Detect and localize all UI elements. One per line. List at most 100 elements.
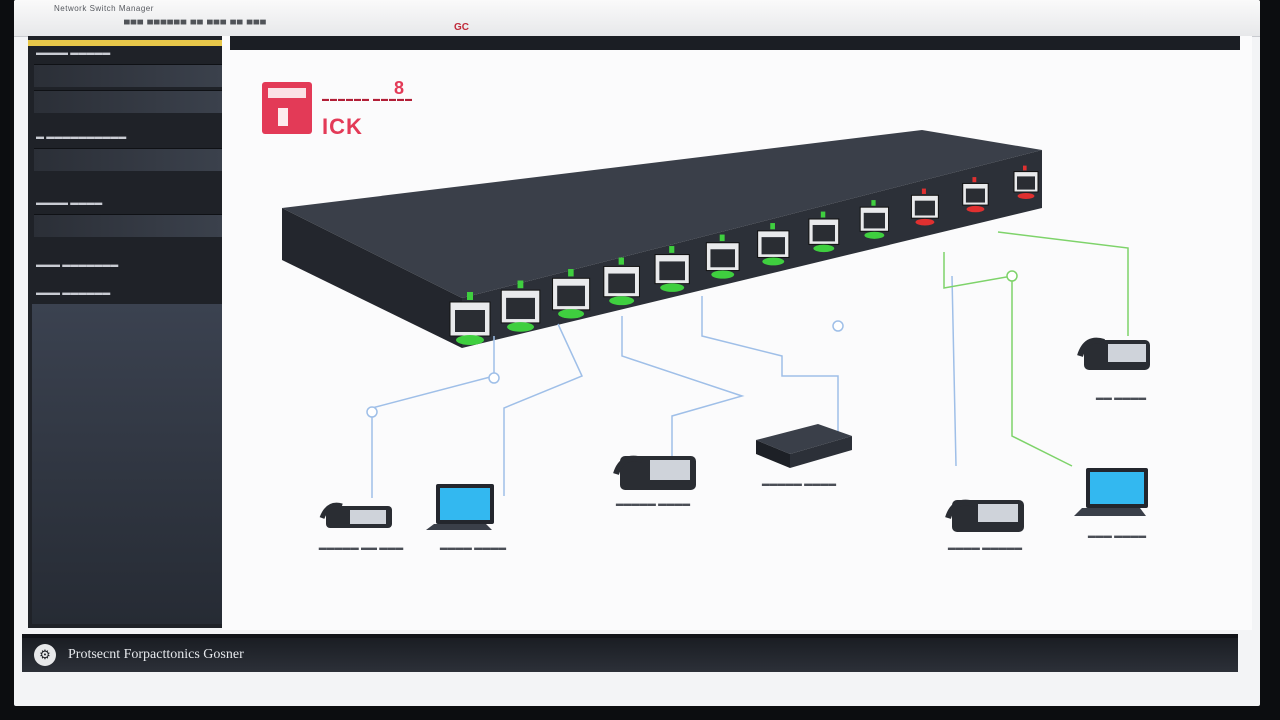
status-text: Protsecnt Forpacttonics Gosner: [68, 647, 244, 662]
device-ip-phone-1[interactable]: [319, 502, 392, 528]
device-ip-phone-2[interactable]: [613, 455, 696, 490]
port-link-indicator-9: [864, 231, 885, 239]
sidebar-bar-2[interactable]: [34, 90, 222, 113]
link-phone-4: [997, 231, 1129, 336]
network-diagram: [282, 130, 1150, 532]
router-side: [756, 440, 790, 468]
port-status-led-12: [1023, 165, 1027, 171]
link-laptop-1: [503, 323, 584, 496]
ethernet-port-socket: [812, 224, 835, 242]
sidebar-bar-1[interactable]: [34, 64, 222, 87]
port-link-indicator-8: [813, 244, 835, 253]
device-label-laptop-1: ▬▬▬▬ ▬▬▬▬: [439, 543, 507, 552]
link-phone-1: [371, 336, 495, 498]
phone-keypad: [350, 510, 386, 524]
network-switch[interactable]: [282, 130, 1042, 348]
laptop-screen: [440, 488, 490, 520]
link-group: [366, 231, 1129, 498]
port-link-indicator-1: [456, 335, 484, 345]
device-label-laptop-2: ▬▬▬ ▬▬▬▬: [1087, 531, 1147, 540]
link-junction: [488, 372, 500, 384]
port-link-indicator-11: [966, 205, 985, 213]
title-flags: ▄▄▄ ▄▄▄▄▄▄ ▄▄ ▄▄▄ ▄▄ ▄▄▄: [124, 15, 267, 24]
link-phone-2: [621, 316, 745, 466]
ethernet-port-socket: [1017, 176, 1035, 190]
content-toolbar: [230, 36, 1240, 50]
phone-handset-icon: [1077, 337, 1105, 357]
ethernet-port-socket: [914, 200, 935, 216]
ethernet-port-socket: [761, 237, 785, 255]
port-status-led-9: [871, 200, 876, 206]
screen: Network Switch Manager ▄▄▄ ▄▄▄▄▄▄ ▄▄ ▄▄▄…: [14, 0, 1260, 706]
port-status-led-2: [517, 280, 524, 289]
logo-digit: 8: [394, 78, 405, 98]
laptop-keyboard: [1074, 508, 1146, 516]
phone-keypad: [1108, 344, 1146, 362]
link-phone-3: [951, 275, 957, 467]
ethernet-port-socket: [659, 261, 685, 281]
port-status-led-5: [669, 246, 675, 253]
switch-left-face: [282, 208, 462, 348]
device-router-1[interactable]: [756, 424, 852, 468]
phone-handset-icon: [319, 502, 343, 519]
title-mini: GC: [454, 22, 469, 33]
ethernet-port-socket: [965, 188, 985, 203]
port-link-indicator-3: [558, 309, 585, 319]
phone-keypad: [978, 504, 1018, 522]
device-label-ip-phone-2: ▬▬▬▬▬ ▬▬▬▬: [615, 499, 691, 508]
switch-top-face: [282, 130, 1042, 298]
logo-tagline: ▬▬▬▬▬▬ ▬▬▬▬▬: [322, 96, 413, 103]
ethernet-port-socket: [710, 249, 735, 268]
ethernet-port-socket: [506, 297, 535, 320]
sidebar-bar-4[interactable]: [34, 214, 222, 237]
device-ip-phone-4[interactable]: [1077, 337, 1150, 370]
sidebar-accent: [28, 40, 228, 46]
port-link-indicator-4: [609, 296, 635, 306]
port-link-indicator-10: [915, 218, 935, 226]
port-status-led-3: [568, 269, 574, 277]
link-junction: [1006, 270, 1018, 282]
device-laptop-1[interactable]: [426, 484, 494, 530]
sidebar-item-5[interactable]: ▬▬▬ ▬▬▬▬▬▬: [36, 288, 111, 297]
port-link-indicator-12: [1017, 193, 1035, 199]
switch-port-group: [449, 165, 1039, 345]
sidebar-preview-panel: [32, 304, 224, 624]
device-laptop-2[interactable]: [1074, 468, 1148, 516]
link-laptop-2: [943, 252, 1073, 467]
laptop-screen: [1090, 472, 1144, 504]
port-status-led-10: [921, 188, 926, 194]
router-front: [790, 436, 852, 468]
device-ip-phone-3[interactable]: [945, 499, 1024, 532]
phone-handset-icon: [613, 455, 643, 476]
device-label-ip-phone-4: ▬▬ ▬▬▬▬: [1095, 393, 1147, 402]
sidebar-item-2[interactable]: ▬ ▬▬▬▬▬▬▬▬▬▬: [36, 132, 127, 141]
phone-handset-icon: [945, 499, 975, 520]
device-label-router-1: ▬▬▬▬▬ ▬▬▬▬: [761, 479, 837, 488]
sidebar-item-4[interactable]: ▬▬▬ ▬▬▬▬▬▬▬: [36, 260, 119, 269]
logo-text: ICK: [322, 114, 363, 139]
sidebar-item-1[interactable]: ▬▬▬▬ ▬▬▬▬▬: [36, 48, 111, 57]
laptop-keyboard: [426, 524, 492, 530]
port-status-led-4: [618, 257, 624, 265]
status-bar: ⚙ Protsecnt Forpacttonics Gosner: [22, 634, 1238, 672]
port-status-led-1: [467, 292, 473, 300]
status-gear-icon[interactable]: ⚙: [34, 644, 56, 666]
app-title: Network Switch Manager: [54, 4, 154, 13]
ethernet-port-socket: [455, 310, 485, 332]
device-label-ip-phone-1: ▬▬▬▬▬ ▬▬ ▬▬▬: [318, 543, 404, 552]
sidebar: ▬▬▬▬ ▬▬▬▬▬ ▬ ▬▬▬▬▬▬▬▬▬▬ ▬▬▬▬ ▬▬▬▬ ▬▬▬ ▬▬…: [28, 36, 228, 628]
switch-front-face: [462, 150, 1042, 348]
ethernet-port-socket: [608, 273, 635, 294]
port-status-led-8: [820, 211, 826, 218]
port-status-led-7: [770, 223, 775, 230]
link-router-1: [701, 296, 839, 432]
port-status-led-11: [972, 177, 977, 183]
router-top: [756, 424, 852, 454]
sidebar-item-3[interactable]: ▬▬▬▬ ▬▬▬▬: [36, 198, 103, 207]
port-link-indicator-5: [660, 283, 685, 292]
phone-keypad: [650, 460, 690, 480]
ethernet-port-socket: [863, 212, 885, 229]
content-area: ▬▬▬▬▬▬ ▬▬▬▬▬ ICK 8: [222, 36, 1252, 630]
sidebar-bar-3[interactable]: [34, 148, 222, 171]
logo-icon: [262, 82, 312, 134]
